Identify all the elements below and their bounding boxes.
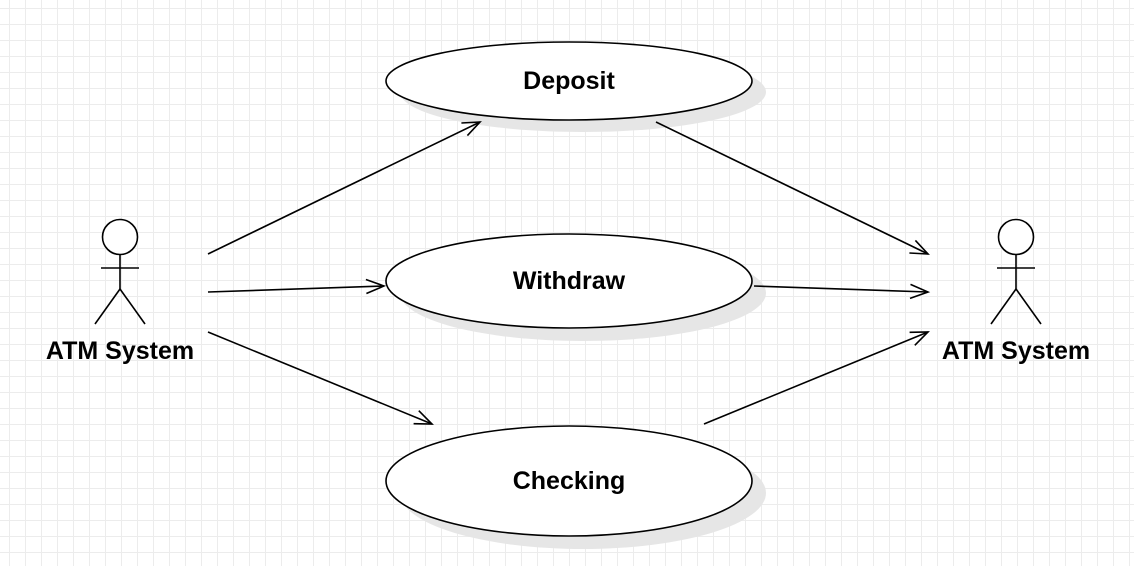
actor-leg-right	[1015, 288, 1042, 325]
actor-leg-right	[119, 288, 146, 325]
arrowhead-icon	[909, 331, 930, 346]
edge-line	[703, 331, 929, 425]
arrowhead-icon	[909, 239, 930, 255]
use-case-ellipse	[385, 425, 753, 537]
edge-line	[655, 121, 929, 255]
arrowhead-icon	[461, 121, 482, 137]
edge-withdraw-to-actor-right[interactable]	[753, 283, 931, 300]
actor-head	[997, 218, 1035, 256]
actor-label: ATM System	[46, 337, 194, 365]
actor-head	[101, 218, 139, 256]
edge-line	[753, 285, 929, 293]
actor-leg-left	[94, 288, 121, 325]
actor-right[interactable]: ATM System	[942, 218, 1090, 366]
use-case-ellipse	[385, 41, 753, 121]
actor-left[interactable]: ATM System	[46, 218, 194, 366]
edge-line	[207, 331, 433, 425]
edge-actor-left-to-withdraw[interactable]	[207, 278, 387, 295]
edge-actor-left-to-checking[interactable]	[207, 331, 434, 425]
arrowhead-icon	[413, 410, 434, 425]
edge-actor-left-to-deposit[interactable]	[207, 121, 482, 255]
use-case-withdraw[interactable]: Withdraw	[385, 233, 766, 341]
use-case-deposit[interactable]: Deposit	[385, 41, 766, 132]
edge-checking-to-actor-right[interactable]	[703, 331, 930, 425]
actor-leg-left	[990, 288, 1017, 325]
use-case-label: Deposit	[523, 67, 615, 95]
actor-label: ATM System	[942, 337, 1090, 365]
edge-deposit-to-actor-right[interactable]	[655, 121, 930, 255]
use-case-ellipse	[385, 233, 753, 329]
arrowhead-icon	[365, 278, 387, 295]
use-case-label: Withdraw	[513, 267, 626, 295]
use-case-label: Checking	[513, 467, 626, 495]
use-case-checking[interactable]: Checking	[385, 425, 766, 549]
edge-line	[207, 121, 481, 255]
edge-line	[207, 285, 385, 293]
arrowhead-icon	[909, 283, 931, 300]
